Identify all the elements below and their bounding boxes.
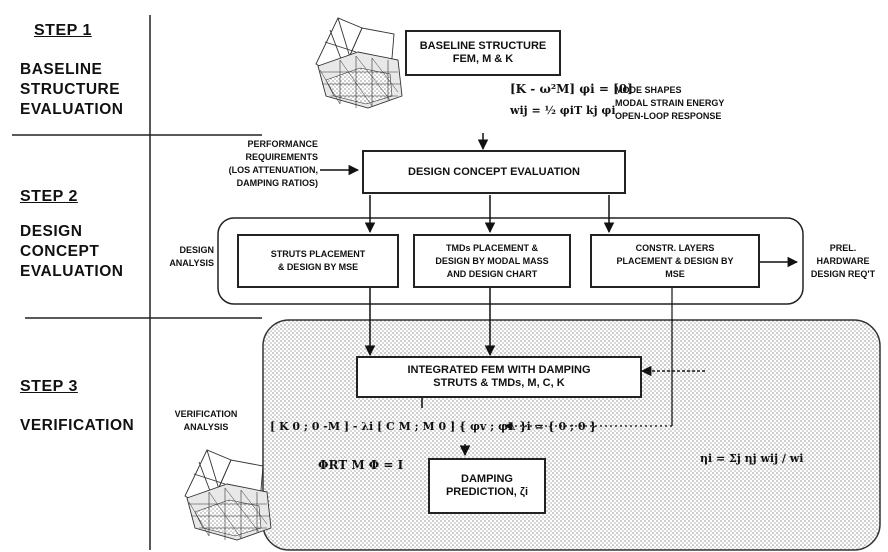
struts-placement-box: STRUTS PLACEMENT & DESIGN BY MSE [237,234,399,288]
step2-title: STEP 2 [20,188,78,205]
step1-name-line: EVALUATION [20,101,124,118]
step1-title: STEP 1 [34,22,92,39]
verification-analysis-label: VERIFICATION ANALYSIS [165,408,247,434]
state-space-equation: [ K 0 ; 0 -M ] - λi [ C M ; M 0 ] { φv ;… [270,420,597,433]
step1-name-line: BASELINE [20,61,103,78]
output-line: MODE SHAPES [615,85,682,95]
strain-energy-equation: wij = ½ φiT kj φi [510,104,616,117]
performance-line: PERFORMANCE [247,139,318,149]
box-line: INTEGRATED FEM WITH DAMPING [407,364,591,377]
modal-orthogonality-equation: ΦRT M Φ = I [318,458,404,472]
step3-name-line: VERIFICATION [20,417,135,434]
prel-hardware-label: PREL. HARDWARE DESIGN REQ'T [800,242,886,281]
box-line: DESIGN BY MODAL MASS [435,255,549,266]
box-line: DAMPING [461,473,513,486]
step2-name-line: CONCEPT [20,243,100,260]
box-line: PREDICTION, ζi [445,486,529,498]
box-line: & DESIGN BY MSE [277,262,359,272]
prel-hardware-line: DESIGN REQ'T [810,269,876,279]
prel-hardware-line: PREL. [829,243,857,253]
performance-line: (LOS ATTENUATION, [228,165,318,175]
verification-analysis-line: ANALYSIS [183,422,229,432]
satellite-model-bottom [184,449,272,541]
verification-analysis-line: VERIFICATION [174,409,238,419]
box-line: FEM, M & K [452,53,514,65]
design-analysis-line: ANALYSIS [169,258,214,268]
eigen-equation: [K - ω²M] φi = [0] [510,82,633,96]
box-line: CONSTR. LAYERS [635,242,715,253]
box-line: STRUTS & TMDs, M, C, K [433,377,565,389]
output-line: MODAL STRAIN ENERGY [615,98,725,108]
step1-outputs: MODE SHAPES MODAL STRAIN ENERGY OPEN-LOO… [615,84,724,123]
performance-line: DAMPING RATIOS) [236,178,318,188]
design-analysis-line: DESIGN [179,245,214,255]
step3-title: STEP 3 [20,378,78,395]
step1-name: BASELINE STRUCTURE EVALUATION [20,60,123,120]
design-analysis-label: DESIGN ANALYSIS [164,244,214,270]
step2-name-line: EVALUATION [20,263,124,280]
step3-name: VERIFICATION [20,416,134,436]
design-concept-box: DESIGN CONCEPT EVALUATION [362,150,626,194]
performance-requirements: PERFORMANCE REQUIREMENTS (LOS ATTENUATIO… [218,138,318,190]
box-line: AND DESIGN CHART [446,268,538,279]
step1-name-line: STRUCTURE [20,81,121,98]
box-line: BASELINE STRUCTURE [419,40,547,53]
constr-layers-box: CONSTR. LAYERS PLACEMENT & DESIGN BY MSE [590,234,760,288]
verification-frame [262,319,881,551]
step2-name-line: DESIGN [20,223,83,240]
box-line: PLACEMENT & DESIGN BY [616,255,734,266]
performance-line: REQUIREMENTS [245,152,318,162]
prel-hardware-line: HARDWARE [816,256,870,266]
satellite-model-top [315,17,403,109]
step2-name: DESIGN CONCEPT EVALUATION [20,222,123,282]
output-line: OPEN-LOOP RESPONSE [615,111,722,121]
box-line: TMDs PLACEMENT & [446,242,538,253]
box-line: MSE [665,268,685,279]
loss-factor-equation: ηi = Σj ηj wij / wi [700,452,804,465]
tmds-placement-box: TMDs PLACEMENT & DESIGN BY MODAL MASS AND … [413,234,571,288]
box-line: STRUTS PLACEMENT [270,249,366,259]
